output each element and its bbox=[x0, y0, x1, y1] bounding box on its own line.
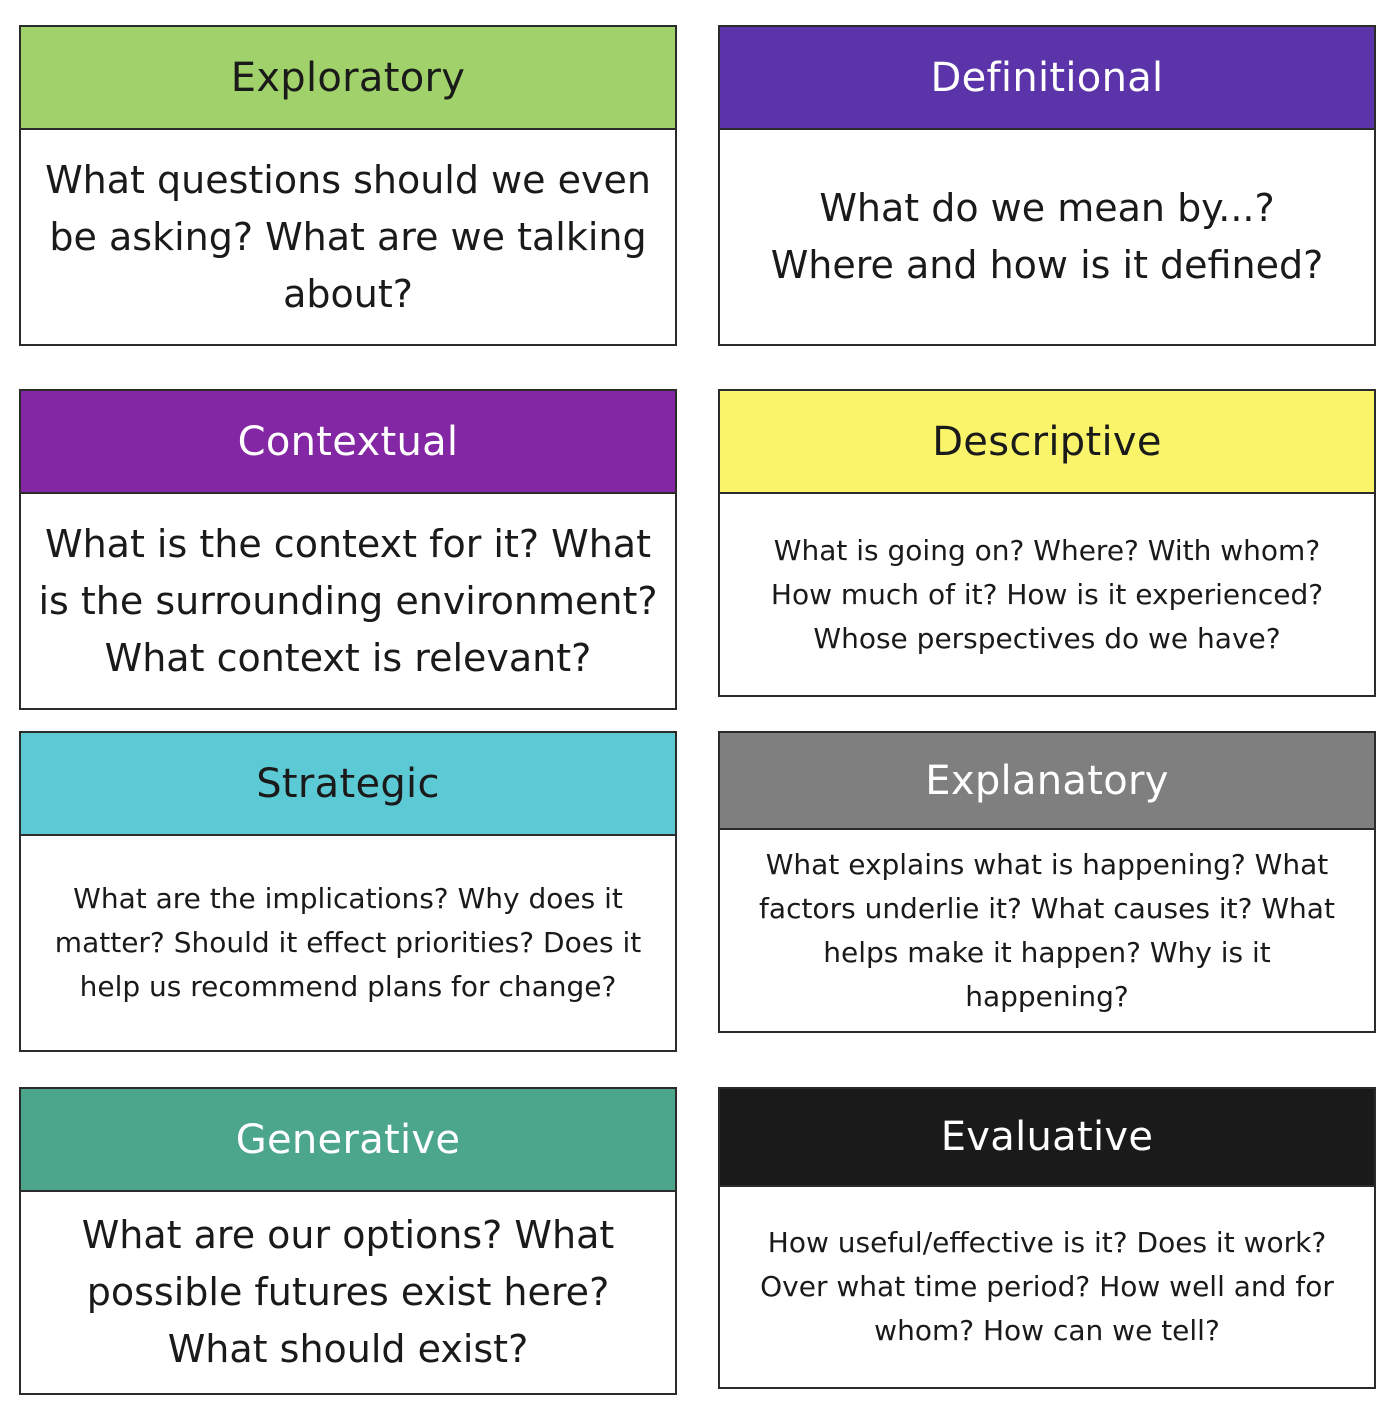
card-title: Explanatory bbox=[720, 733, 1374, 830]
card-title: Strategic bbox=[21, 733, 675, 836]
card-definitional: Definitional What do we mean by...? Wher… bbox=[718, 25, 1376, 346]
card-generative: Generative What are our options? What po… bbox=[19, 1087, 677, 1395]
card-title: Contextual bbox=[21, 391, 675, 494]
card-contextual: Contextual What is the context for it? W… bbox=[19, 389, 677, 710]
card-text: What do we mean by...? Where and how is … bbox=[770, 186, 1324, 287]
card-explanatory: Explanatory What explains what is happen… bbox=[718, 731, 1376, 1033]
card-exploratory: Exploratory What questions should we eve… bbox=[19, 25, 677, 346]
card-text: What are our options? What possible futu… bbox=[81, 1213, 615, 1371]
card-title: Generative bbox=[21, 1089, 675, 1192]
card-text: How useful/effective is it? Does it work… bbox=[760, 1226, 1334, 1347]
card-title: Evaluative bbox=[720, 1089, 1374, 1187]
card-text: What is the context for it? What is the … bbox=[38, 521, 658, 680]
card-text: What explains what is happening? What fa… bbox=[759, 847, 1335, 1013]
card-text: What questions should we even be asking?… bbox=[45, 157, 651, 316]
card-strategic: Strategic What are the implications? Why… bbox=[19, 731, 677, 1052]
card-title: Definitional bbox=[720, 27, 1374, 130]
card-evaluative: Evaluative How useful/effective is it? D… bbox=[718, 1087, 1376, 1389]
card-text: What are the implications? Why does it m… bbox=[54, 882, 642, 1003]
card-title: Descriptive bbox=[720, 391, 1374, 494]
card-title: Exploratory bbox=[21, 27, 675, 130]
card-text: What is going on? Where? With whom? How … bbox=[770, 533, 1324, 655]
card-descriptive: Descriptive What is going on? Where? Wit… bbox=[718, 389, 1376, 697]
